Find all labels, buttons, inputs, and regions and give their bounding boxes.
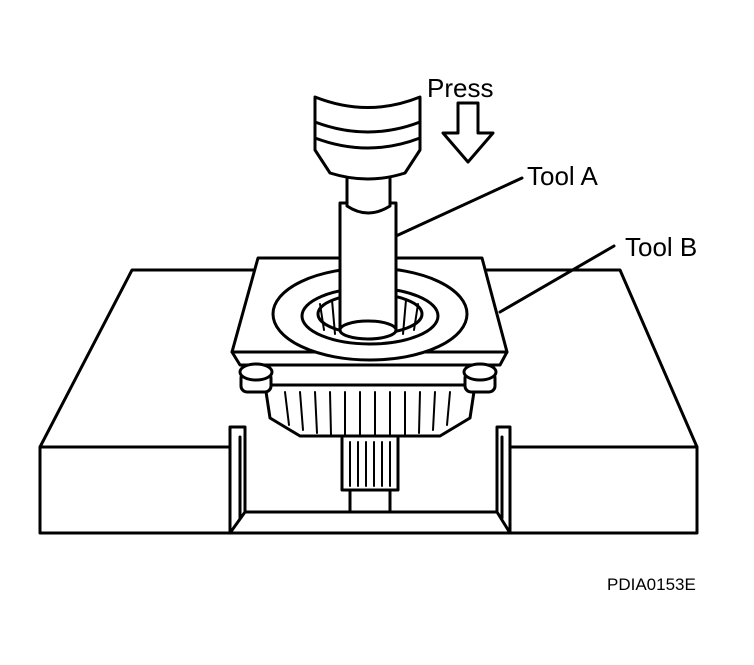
- tool-a-label: Tool A: [527, 161, 598, 191]
- figure-code: PDIA0153E: [607, 575, 696, 594]
- tool-b-label: Tool B: [625, 232, 697, 262]
- tool-b-leader: [498, 244, 616, 314]
- tool-a-leader: [394, 176, 524, 238]
- gear: [263, 383, 477, 438]
- bolt-left: [238, 362, 274, 394]
- shaft: [340, 434, 400, 514]
- tool-a-rod: [338, 163, 398, 341]
- bolt-right: [462, 362, 498, 394]
- press-arrow-icon: [441, 101, 495, 164]
- press-label: Press: [427, 73, 493, 103]
- press-ram: [313, 95, 422, 181]
